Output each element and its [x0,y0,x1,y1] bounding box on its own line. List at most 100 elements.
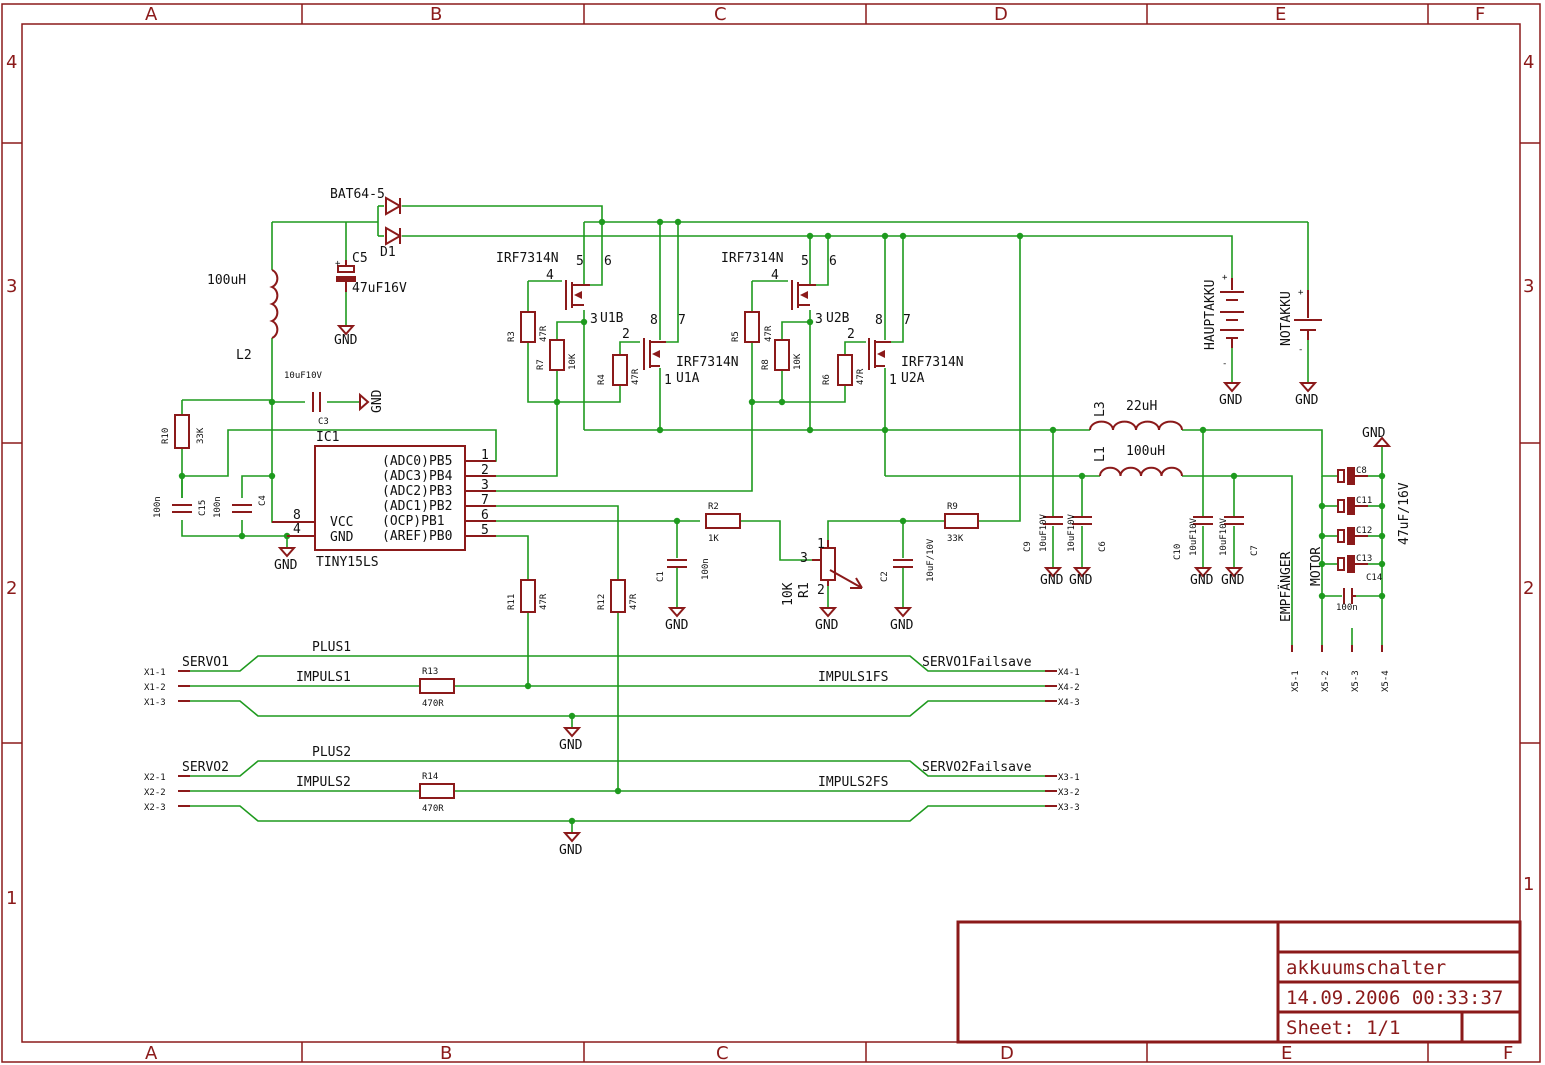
c7-value: 10uF10V [1219,517,1229,556]
u1b-value: IRF7314N [496,251,559,266]
x5-pin-4: X5-4 [1381,670,1391,692]
r1-pin-2: 2 [817,583,825,598]
u2a-ref: U2A [901,371,925,386]
notakku-minus: - [1298,345,1303,355]
servo1-bus: SERVO1 PLUS1 IMPULS1 IMPULS1FS SERVO1Fai… [144,640,1080,708]
r14-value: 470R [422,804,444,814]
d1-value: BAT64-5 [330,187,385,202]
u1b-pin-6: 6 [604,254,612,269]
u1a-pin-8: 8 [650,313,658,328]
c5-value: 47uF16V [352,281,407,296]
impuls1-label: IMPULS1 [296,670,351,685]
cap-c7: 10uF10V C7 [1219,516,1260,556]
impuls2fs-label: IMPULS2FS [818,775,888,790]
c8-ref: C8 [1356,466,1367,476]
r7-value: 10K [568,353,578,370]
c3-value: 10uF10V [284,371,323,381]
row-label-right-3: 3 [1523,276,1534,297]
gnd-label-c7: GND [1221,573,1245,588]
cap-c1: C1 100n [656,558,711,582]
col-label-bottom-a: A [145,1043,158,1064]
c2-value: 10uF/10V [926,538,936,582]
gnd-label-ic1: GND [274,558,298,573]
c1-ref: C1 [656,571,666,582]
r5-value: 47R [764,325,774,342]
title-block: akkuumschalter 14.09.2006 00:33:37 Sheet… [956,920,1522,1044]
r1-value: 10K [781,582,796,606]
cap-c4: 100n C4 [213,495,268,518]
ic1-pin-6-num: 6 [481,508,489,523]
resistor-r4: R4 47R [597,354,641,386]
ic1-pin-3-num: 3 [481,478,489,493]
connector-x5: EMPFÄNGER MOTOR X5-1 X5-2 X5-3 X5-4 [1278,547,1391,692]
resistor-r8: R8 10K [761,339,803,371]
inductor-l2: 100uH L2 [207,269,279,363]
u2a-pin-7: 7 [903,313,911,328]
gnd-label-c2: GND [890,618,914,633]
c1-value: 100n [701,558,711,580]
u1a-pin-7: 7 [678,313,686,328]
r10-ref: R10 [161,428,171,444]
title-name: akkuumschalter [1286,957,1446,979]
u2a-value: IRF7314N [901,355,964,370]
gnd-label-r1: GND [815,618,839,633]
ic1-pin-5-num: 5 [481,523,489,538]
r14-ref: R14 [422,772,438,782]
ic1-pin-pb0: (AREF)PB0 [382,529,452,544]
impuls2-label: IMPULS2 [296,775,351,790]
hauptakku-label: HAUPTAKKU [1203,280,1218,350]
c10-ref: C10 [1173,544,1183,560]
col-label-bottom-f: F [1503,1043,1513,1064]
c14-ref: C14 [1366,573,1382,583]
u2b-pin-3: 3 [815,312,823,327]
c4-value: 100n [213,496,223,518]
r5-ref: R5 [731,331,741,342]
gnd-label-servo2: GND [559,843,583,858]
ic1-value: TINY15LS [316,555,379,570]
ic1-pin-gnd: GND [330,530,354,545]
row-label-left-1: 1 [6,888,17,909]
ic1-tiny15ls: IC1 TINY15LS 8 4 VCC GND (ADC0)PB5 (ADC3… [272,430,496,570]
col-label-bottom-c: C [716,1043,729,1064]
c2-ref: C2 [880,571,890,582]
col-label-bottom-e: E [1281,1043,1292,1064]
gnd-symbols: GND GND GND GND GND GND GND GND GND GND … [274,325,1392,858]
r11-ref: R11 [507,594,517,610]
junction-dots [178,218,1386,825]
l1-ref: L1 [1093,446,1108,462]
ic1-pin-pb3: (ADC2)PB3 [382,484,452,499]
gnd-label-c6: GND [1069,573,1093,588]
gnd-label-c10: GND [1190,573,1214,588]
ic1-pin-2-num: 2 [481,463,489,478]
resistor-r12: R12 47R [597,579,639,613]
l2-value: 100uH [207,273,246,288]
r2-ref: R2 [708,502,719,512]
row-label-left-3: 3 [6,276,17,297]
ic1-pin-vcc: VCC [330,515,353,530]
ic1-pin-pb2: (ADC1)PB2 [382,499,452,514]
l2-ref: L2 [236,348,252,363]
c3-ref: C3 [318,417,329,427]
resistor-r9: R9 33K [944,502,979,544]
ic1-ref: IC1 [316,430,339,445]
resistor-r14: R14 470R [419,772,455,814]
r12-ref: R12 [597,594,607,610]
col-label-top-b: B [430,4,442,25]
x3-pin-2: X3-2 [1058,788,1080,798]
ic1-pin-1-num: 1 [481,448,489,463]
col-label-bottom-b: B [440,1043,452,1064]
x4-pin-1: X4-1 [1058,668,1080,678]
col-label-top-a: A [145,4,158,25]
cap-c10: C10 10uF10V [1173,516,1213,560]
col-label-top-e: E [1275,4,1286,25]
u2b-pin-5: 5 [801,254,809,269]
x1-pin-2: X1-2 [144,683,166,693]
inductor-l1: L1 100uH [1093,444,1183,477]
x3-pin-3: X3-3 [1058,803,1080,813]
r8-ref: R8 [761,359,771,370]
x3-pin-1: X3-1 [1058,773,1080,783]
r8-value: 10K [793,353,803,370]
resistor-r13: R13 470R [419,667,455,709]
plus2-label: PLUS2 [312,745,351,760]
